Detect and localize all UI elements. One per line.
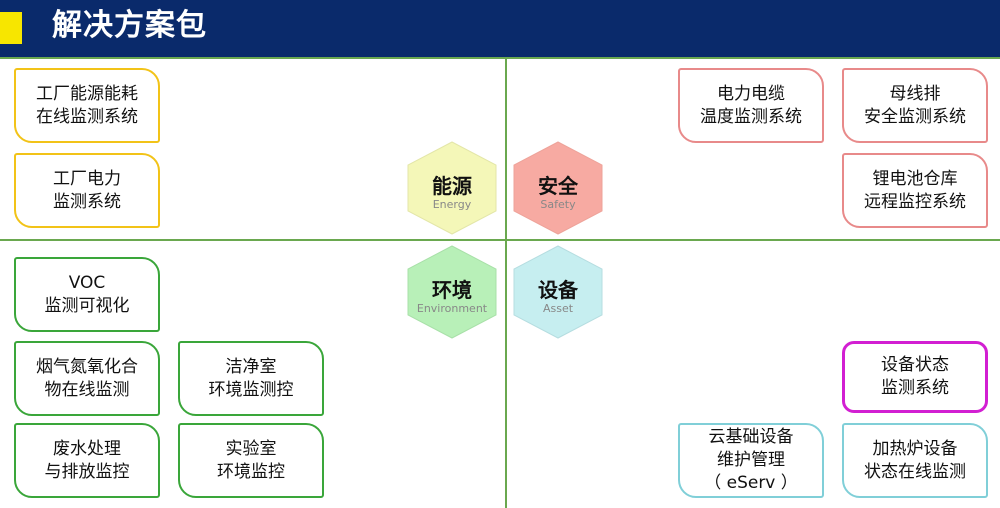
card-label: 云基础设备 维护管理 （ eServ ）: [704, 427, 798, 493]
hexagon-asset-subtitle: Asset: [542, 302, 574, 315]
divider-center-vertical: [505, 58, 507, 508]
hexagon-environment: 环境 Environment: [404, 244, 500, 340]
hexagon-safety-title: 安全: [538, 174, 578, 198]
card-label: VOC 监测可视化: [44, 272, 130, 316]
card-furnace-status-monitoring[interactable]: 加热炉设备 状态在线监测: [842, 423, 988, 498]
hexagon-environment-shape: [407, 245, 497, 339]
hexagon-asset-title: 设备: [538, 278, 578, 302]
card-label: 实验室 环境监控: [217, 438, 285, 482]
card-label: 废水处理 与排放监控: [44, 438, 130, 482]
card-label: 设备状态 监测系统: [881, 355, 949, 398]
card-wastewater-monitoring[interactable]: 废水处理 与排放监控: [14, 423, 160, 498]
card-flue-gas-monitoring[interactable]: 烟气氮氧化合 物在线监测: [14, 341, 160, 416]
hexagon-safety: 安全 Safety: [510, 140, 606, 236]
card-equipment-status-monitoring[interactable]: 设备状态 监测系统: [842, 341, 988, 413]
hexagon-energy-shape: [407, 141, 497, 235]
hexagon-energy: 能源 Energy: [404, 140, 500, 236]
card-label: 工厂能源能耗 在线监测系统: [36, 83, 138, 127]
card-voc-monitoring[interactable]: VOC 监测可视化: [14, 257, 160, 332]
header-accent-block: [0, 12, 22, 44]
card-cleanroom-monitoring[interactable]: 洁净室 环境监测控: [178, 341, 324, 416]
card-label: 洁净室 环境监测控: [208, 356, 294, 400]
hexagon-asset: 设备 Asset: [510, 244, 606, 340]
hexagon-energy-title: 能源: [432, 174, 472, 198]
card-label: 烟气氮氧化合 物在线监测: [36, 356, 138, 400]
hexagon-safety-subtitle: Safety: [540, 198, 576, 211]
header-bar: 解决方案包: [0, 0, 1000, 57]
card-label: 母线排 安全监测系统: [864, 83, 966, 127]
card-label: 工厂电力 监测系统: [53, 168, 121, 212]
card-cable-temperature-monitoring[interactable]: 电力电缆 温度监测系统: [678, 68, 824, 143]
card-battery-warehouse-monitoring[interactable]: 锂电池仓库 远程监控系统: [842, 153, 988, 228]
card-label: 锂电池仓库 远程监控系统: [864, 168, 966, 212]
hexagon-safety-shape: [513, 141, 603, 235]
card-laboratory-monitoring[interactable]: 实验室 环境监控: [178, 423, 324, 498]
page-title: 解决方案包: [52, 8, 207, 43]
hexagon-asset-shape: [513, 245, 603, 339]
card-factory-power-monitoring[interactable]: 工厂电力 监测系统: [14, 153, 160, 228]
hexagon-environment-title: 环境: [432, 278, 472, 302]
card-label: 电力电缆 温度监测系统: [700, 83, 802, 127]
hexagon-environment-subtitle: Environment: [416, 302, 488, 315]
hexagon-energy-subtitle: Energy: [432, 198, 472, 211]
card-busbar-safety-monitoring[interactable]: 母线排 安全监测系统: [842, 68, 988, 143]
card-factory-energy-monitoring[interactable]: 工厂能源能耗 在线监测系统: [14, 68, 160, 143]
card-cloud-equipment-maintenance[interactable]: 云基础设备 维护管理 （ eServ ）: [678, 423, 824, 498]
card-label: 加热炉设备 状态在线监测: [864, 438, 966, 482]
divider-middle-horizontal: [0, 239, 1000, 241]
divider-top: [0, 57, 1000, 59]
